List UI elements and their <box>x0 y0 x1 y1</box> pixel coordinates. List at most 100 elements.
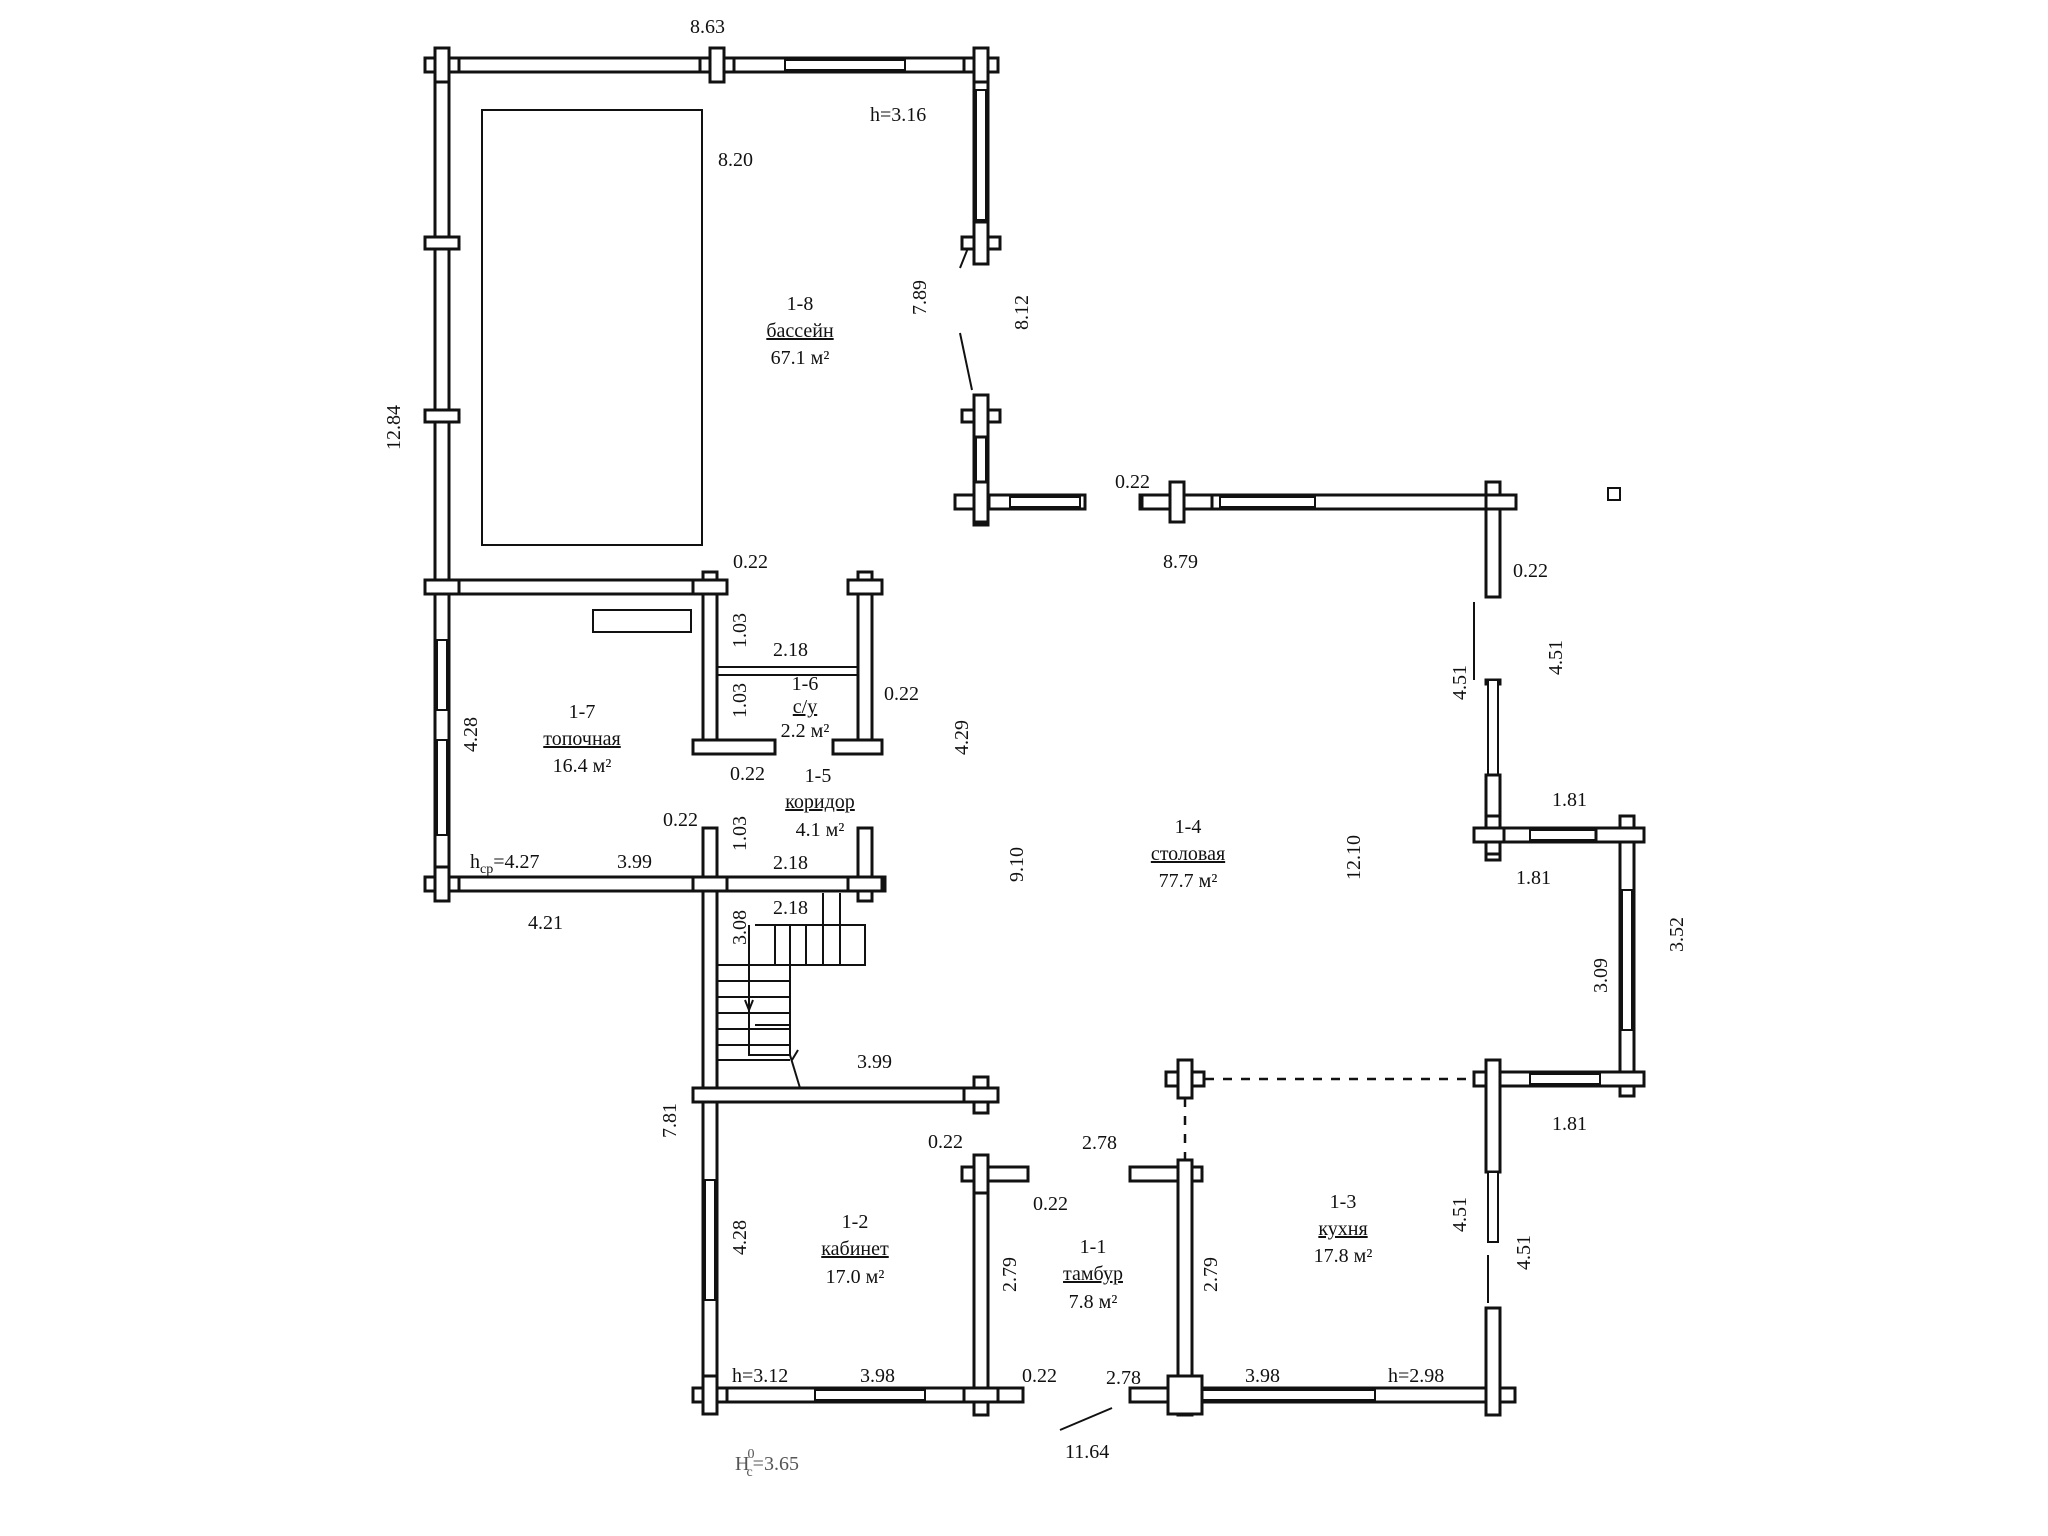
svg-text:1-5: 1-5 <box>805 765 832 787</box>
staircase <box>717 893 866 1089</box>
svg-text:77.7 м²: 77.7 м² <box>1159 870 1218 892</box>
svg-text:8.63: 8.63 <box>690 16 725 38</box>
svg-text:столовая: столовая <box>1151 843 1225 865</box>
svg-text:1.03: 1.03 <box>729 683 751 718</box>
svg-text:0.22: 0.22 <box>1033 1193 1068 1215</box>
svg-text:0.22: 0.22 <box>884 683 919 705</box>
svg-text:16.4 м²: 16.4 м² <box>553 755 612 777</box>
svg-text:2.18: 2.18 <box>773 852 808 874</box>
wc-walls <box>691 570 884 756</box>
svg-text:3.99: 3.99 <box>857 1051 892 1073</box>
svg-text:0.22: 0.22 <box>1115 471 1150 493</box>
svg-text:0.22: 0.22 <box>928 1131 963 1153</box>
svg-text:кабинет: кабинет <box>821 1238 889 1260</box>
column-marker <box>1607 487 1621 501</box>
dimension-labels: 8.63 8.20 0.22 8.79 0.22 0.22 2.18 0.22 … <box>528 16 1587 1463</box>
svg-text:4.1 м²: 4.1 м² <box>796 819 845 841</box>
svg-text:коридор: коридор <box>785 791 855 813</box>
svg-text:1-8: 1-8 <box>787 293 814 315</box>
boiler-unit <box>592 609 692 633</box>
svg-text:1.81: 1.81 <box>1552 1113 1587 1135</box>
svg-text:2.79: 2.79 <box>999 1257 1021 1292</box>
svg-text:9.10: 9.10 <box>1006 847 1028 882</box>
room-label-1-5: 1-5 коридор 4.1 м² <box>785 765 855 841</box>
height-boiler: hср=4.27 <box>470 851 540 877</box>
pool-door-line-top <box>959 247 969 269</box>
svg-text:8.20: 8.20 <box>718 149 753 171</box>
height-pool: h=3.16 <box>870 104 926 126</box>
room-label-1-2: 1-2 кабинет 17.0 м² <box>821 1211 889 1288</box>
svg-text:с/у: с/у <box>793 696 817 718</box>
svg-text:8.12: 8.12 <box>1011 295 1033 330</box>
svg-text:0.22: 0.22 <box>1513 560 1548 582</box>
svg-text:1-1: 1-1 <box>1080 1236 1107 1258</box>
svg-text:0.22: 0.22 <box>730 763 765 785</box>
svg-text:0.22: 0.22 <box>1022 1365 1057 1387</box>
office-walls <box>691 1153 1030 1417</box>
svg-text:0.22: 0.22 <box>733 551 768 573</box>
svg-text:3.99: 3.99 <box>617 851 652 873</box>
svg-text:7.89: 7.89 <box>909 280 931 315</box>
svg-text:3.08: 3.08 <box>729 910 751 945</box>
svg-text:4.21: 4.21 <box>528 912 563 934</box>
swimming-pool-basin <box>481 109 703 546</box>
svg-text:1-6: 1-6 <box>792 673 819 695</box>
dimension-labels-vertical: 12.84 7.89 8.12 4.51 4.51 1.03 1.03 4.28… <box>383 280 1688 1292</box>
svg-text:3.09: 3.09 <box>1590 958 1612 993</box>
svg-text:4.51: 4.51 <box>1513 1235 1535 1270</box>
pool-door-line-bottom <box>959 332 973 391</box>
svg-text:3.52: 3.52 <box>1666 917 1688 952</box>
height-kitchen: h=2.98 <box>1388 1365 1444 1387</box>
room-label-1-6: 1-6 с/у 2.2 м² <box>781 673 830 742</box>
svg-text:8.79: 8.79 <box>1163 551 1198 573</box>
pool-wall-joints <box>423 46 1518 599</box>
svg-text:2.79: 2.79 <box>1200 1257 1222 1292</box>
room-label-1-4: 1-4 столовая 77.7 м² <box>1151 816 1225 892</box>
entrance-pointer <box>1059 1407 1113 1431</box>
svg-text:4.28: 4.28 <box>460 717 482 752</box>
svg-text:1-3: 1-3 <box>1330 1191 1357 1213</box>
svg-text:17.0 м²: 17.0 м² <box>826 1266 885 1288</box>
svg-text:1.03: 1.03 <box>729 613 751 648</box>
svg-text:топочная: топочная <box>543 728 621 750</box>
svg-text:2.78: 2.78 <box>1106 1367 1141 1389</box>
svg-text:12.10: 12.10 <box>1343 835 1365 880</box>
svg-text:1.81: 1.81 <box>1516 867 1551 889</box>
svg-text:кухня: кухня <box>1318 1218 1367 1240</box>
svg-text:0.22: 0.22 <box>663 809 698 831</box>
svg-text:2.18: 2.18 <box>773 897 808 919</box>
boiler-walls <box>423 578 887 903</box>
svg-text:4.51: 4.51 <box>1449 1197 1471 1232</box>
svg-text:7.8 м²: 7.8 м² <box>1069 1291 1118 1313</box>
svg-text:2.2 м²: 2.2 м² <box>781 720 830 742</box>
svg-text:1-4: 1-4 <box>1175 816 1202 838</box>
svg-text:4.51: 4.51 <box>1545 640 1567 675</box>
svg-text:тамбур: тамбур <box>1063 1263 1123 1285</box>
svg-text:3.98: 3.98 <box>1245 1365 1280 1387</box>
svg-text:67.1 м²: 67.1 м² <box>771 347 830 369</box>
svg-text:11.64: 11.64 <box>1065 1441 1109 1463</box>
svg-text:1-7: 1-7 <box>569 701 596 723</box>
svg-text:7.81: 7.81 <box>659 1103 681 1138</box>
svg-text:2.18: 2.18 <box>773 639 808 661</box>
kitchen-walls <box>1128 1058 1517 1417</box>
svg-text:4.28: 4.28 <box>729 1220 751 1255</box>
room-label-1-1: 1-1 тамбур 7.8 м² <box>1063 1236 1123 1313</box>
svg-text:бассейн: бассейн <box>766 320 834 342</box>
room-label-1-7: 1-7 топочная 16.4 м² <box>543 701 621 777</box>
svg-text:17.8 м²: 17.8 м² <box>1314 1245 1373 1267</box>
svg-text:2.78: 2.78 <box>1082 1132 1117 1154</box>
east-walls <box>1472 602 1646 1417</box>
svg-text:3.98: 3.98 <box>860 1365 895 1387</box>
svg-text:1.03: 1.03 <box>729 816 751 851</box>
room-label-1-8: 1-8 бассейн 67.1 м² <box>766 293 834 369</box>
svg-text:1.81: 1.81 <box>1552 789 1587 811</box>
svg-text:12.84: 12.84 <box>383 405 405 450</box>
svg-text:4.51: 4.51 <box>1449 665 1471 700</box>
svg-text:4.29: 4.29 <box>951 720 973 755</box>
height-office: h=3.12 <box>732 1365 788 1387</box>
svg-text:1-2: 1-2 <box>842 1211 869 1233</box>
room-label-1-3: 1-3 кухня 17.8 м² <box>1314 1191 1373 1267</box>
